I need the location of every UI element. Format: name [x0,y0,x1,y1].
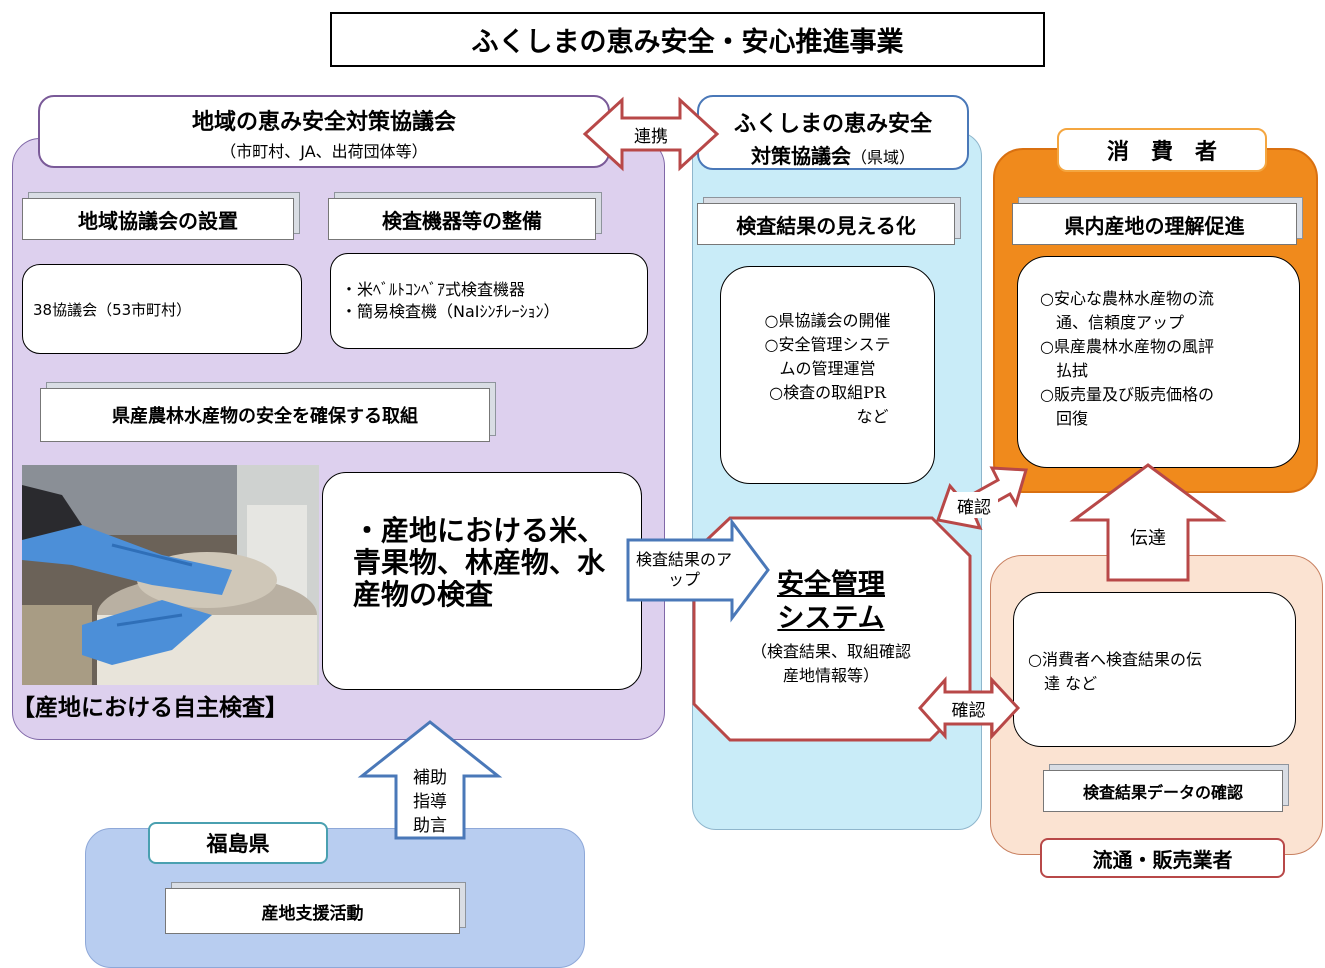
upload-arrow-label: 検査結果のアップ [636,550,733,589]
inspection-photo [22,465,319,685]
setup-detail-text: 38協議会（53市町村） [33,300,192,319]
benefit-item: 回復 [1056,409,1089,428]
support-activity-label: 産地支援活動 [165,888,460,934]
benefit-item: ○販売量及び販売価格の [1040,385,1214,404]
activity-item: ○県協議会の開催 [764,311,891,330]
ensure-safety-label: 県産農林水産物の安全を確保する取組 [40,388,490,442]
data-check-label: 検査結果データの確認 [1043,770,1283,812]
self-inspection-caption: 【産地における自主検査】 [12,695,288,721]
benefit-item: ○安心な農林水産物の流 [1040,289,1214,308]
transmit-label: 伝達 [1130,528,1166,549]
benefit-item: ○県産農林水産物の風評 [1040,337,1214,356]
prefectural-council-title-line2: 対策協議会 [750,144,851,168]
regional-council-header: 地域の恵み安全対策協議会 （市町村、JA、出荷団体等） [38,95,610,168]
regional-council-subtitle: （市町村、JA、出荷団体等） [220,142,428,161]
prefectural-council-header: ふくしまの恵み安全 対策協議会（県域） [697,95,969,170]
safety-system-title-2: システム [777,603,885,634]
consumer-title: 消 費 者 [1057,128,1267,172]
inspection-text-box: ・産地における米、青果物、林産物、水産物の検査 [322,472,642,690]
page-title: ふくしまの恵み安全・安心推進事業 [330,12,1045,67]
equipment-detail-box: ・米ﾍﾞﾙﾄｺﾝﾍﾞｱ式検査機器 ・簡易検査機（NaIｼﾝﾁﾚｰｼｮﾝ） [330,253,648,349]
fukushima-title: 福島県 [148,822,328,864]
visibility-label: 検査結果の見える化 [697,203,955,245]
consumer-benefits-box: ○安心な農林水産物の流 通、信頼度アップ ○県産農林水産物の風評 払拭 ○販売量… [1017,256,1300,468]
confirm-upper-label: 確認 [950,492,998,518]
prefectural-activities-box: ○県協議会の開催 ○安全管理システ ムの管理運営 ○検査の取組PR など [720,266,935,484]
activity-item-more: など [856,407,889,426]
setup-detail-box: 38協議会（53市町村） [22,264,302,354]
activity-item: ○安全管理システ [764,335,891,354]
distributor-tasks-box: ○消費者へ検査結果の伝 達 など [1013,592,1296,747]
safety-system-title: 安全管理 [777,569,885,600]
distributor-task: 達 など [1044,674,1098,693]
support-label-line: 補助 [413,768,447,788]
distributor-task: ○消費者へ検査結果の伝 [1028,650,1202,669]
support-label: 補助 指導 助言 [398,766,462,838]
inspection-photo-illustration [22,465,319,685]
activity-item: ムの管理運営 [779,359,876,378]
prefectural-council-title: ふくしまの恵み安全 [733,112,932,137]
prefectural-council-scope: （県域） [850,148,915,167]
cooperation-arrow-label: 連携 [634,126,668,147]
support-label-line: 助言 [413,816,447,836]
support-label-line: 指導 [413,792,447,812]
equipment-item: ・米ﾍﾞﾙﾄｺﾝﾍﾞｱ式検査機器 [341,280,526,299]
regional-council-title: 地域の恵み安全対策協議会 [191,110,456,135]
understanding-label: 県内産地の理解促進 [1012,203,1297,245]
activity-item: ○検査の取組PR [769,383,886,402]
inspection-text: ・産地における米、青果物、林産物、水産物の検査 [353,514,606,611]
confirm-lower-label: 確認 [951,700,986,721]
distributor-title: 流通・販売業者 [1040,838,1285,878]
safety-system-desc-2: 産地情報等） [782,666,879,685]
setup-label: 地域協議会の設置 [22,198,294,240]
safety-system: 安全管理 システム （検査結果、取組確認 産地情報等） [700,568,962,688]
benefit-item: 払拭 [1056,361,1089,380]
equipment-item: ・簡易検査機（NaIｼﾝﾁﾚｰｼｮﾝ） [341,302,560,321]
equipment-label: 検査機器等の整備 [328,198,596,240]
safety-system-desc: （検査結果、取組確認 [750,642,911,661]
benefit-item: 通、信頼度アップ [1056,313,1185,332]
